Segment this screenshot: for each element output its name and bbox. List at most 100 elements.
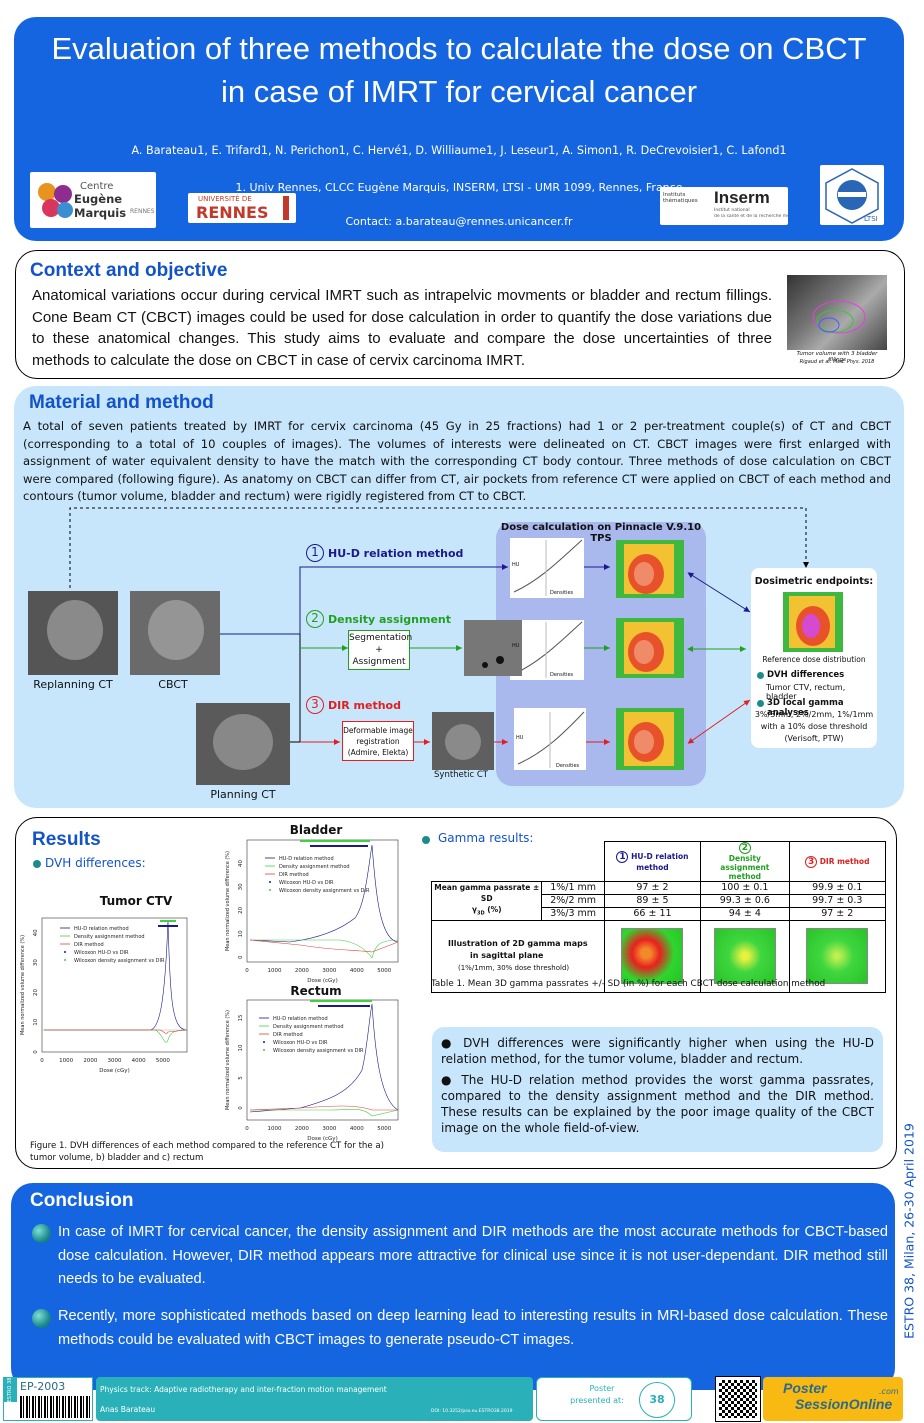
rectum-y-tick: 0 (238, 1106, 244, 1110)
results-section: Results DVH differences: Gamma results: … (15, 817, 897, 1169)
bladder-y-tick: 30 (238, 883, 244, 890)
hu-density-curve-3 (514, 708, 586, 770)
rectum-x-tick: 0 (245, 1126, 249, 1132)
table-col-2-label: Density assignment method (720, 854, 770, 881)
replanning-ct-label: Replanning CT (33, 678, 113, 691)
bladder-x-tick: 0 (245, 968, 249, 974)
table-col-3-number: 3 (805, 855, 818, 868)
tumor-legend-entry: Wilcoxon density assignment vs DIR (74, 958, 165, 964)
inserm-sub-text-1: Institut national (714, 208, 750, 213)
table-col-3-label: DIR method (819, 856, 870, 866)
conclusion-point-1: In case of IMRT for cervical cancer, the… (58, 1224, 888, 1287)
estro-38-badge-icon: 38 (639, 1382, 675, 1418)
dose-map-3 (616, 708, 684, 770)
footer-estro-container: ESTRO 38 (2, 1378, 19, 1403)
results-heading: Results (32, 829, 101, 850)
tumor-x-tick: 1000 (59, 1058, 73, 1064)
dose-map-2 (616, 618, 684, 678)
figure-1-caption: Figure 1. DVH differences of each method… (30, 1141, 385, 1163)
gamma-map-1 (621, 928, 684, 984)
context-heading: Context and objective (30, 260, 228, 281)
rennes-logo-text-2: RENNES (196, 203, 269, 222)
method-2-label: Density assignment (328, 613, 452, 626)
bladder-series-density (250, 939, 399, 959)
rectum-series-dir (249, 1105, 398, 1111)
rectum-x-label: Dose (cGy) (307, 1136, 337, 1142)
bladder-x-tick: 2000 (295, 968, 309, 974)
tumor-legend-entry: HU-D relation method (74, 926, 129, 932)
ltsi-logo: LTSI (820, 165, 884, 225)
bladder-legend-entry: Density assignment method (279, 864, 350, 870)
dvh-endpoint-title: DVH differences (767, 670, 845, 680)
cem-logo-text-3: RENNES (130, 208, 155, 215)
tumor-x-tick: 4000 (132, 1058, 146, 1064)
conclusion-heading: Conclusion (30, 1190, 134, 1211)
cem-logo-text-2: Eugène Marquis (74, 192, 127, 220)
conclusion-point-2: Recently, more sophisticated methods bas… (58, 1308, 888, 1348)
synthetic-ct-label: Synthetic CT (434, 770, 488, 780)
footer-presented-2: presented at: (570, 1396, 624, 1405)
method-3-number: 3 (306, 696, 324, 714)
rectum-legend-entry: Density assignment method (273, 1024, 344, 1030)
cem-logo: Centre Eugène Marquis RENNES (30, 172, 156, 228)
gamma-endpoint-line-1: 3%/3mm, 2%/2mm, 1%/1mm (754, 710, 874, 719)
dvh-endpoint-text: Tumor CTV, rectum, bladder (766, 683, 846, 701)
methods-heading: Material and method (29, 392, 214, 413)
table-1-caption: Table 1. Mean 3D gamma passrates +/- SD … (431, 979, 826, 989)
curve-2-xlabel: Densities (550, 672, 574, 678)
rectum-legend-entry: HU-D relation method (273, 1016, 328, 1022)
bladder-legend-entry: Wilcoxon density assignment vs DIR (279, 888, 370, 894)
cem-flower-icon (38, 183, 73, 218)
summary-point-2: ● The HU-D relation method provides the … (441, 1073, 874, 1135)
method-1-label: HU-D relation method (328, 547, 464, 560)
contact: Contact: a.barateau@rennes.unicancer.fr (345, 215, 573, 228)
context-image-reference: Rigaud et al. Med. Phys. 2018 (799, 359, 875, 365)
tumor-x-tick: 2000 (83, 1058, 97, 1064)
inserm-logo: Instituts thématiques Inserm Institut na… (660, 187, 788, 225)
pso-logo: Poster SessionOnline .com (763, 1377, 903, 1421)
tumor-x-tick: 3000 (108, 1058, 122, 1064)
tumor-y-label: Mean normalized volume difference (%) (20, 935, 26, 1035)
rectum-y-label: Mean normalized volume difference (%) (225, 1010, 231, 1110)
tumor-legend-swatch (64, 959, 66, 961)
reference-dose-image (783, 592, 843, 652)
pso-text-2: SessionOnline (795, 1396, 893, 1412)
bladder-legend-swatch (269, 889, 271, 891)
rectum-y-tick: 15 (238, 1014, 244, 1021)
footer-track: Physics track: Adaptive radiotherapy and… (100, 1385, 387, 1394)
qr-code-icon (715, 1376, 761, 1422)
tumor-x-tick: 5000 (156, 1058, 170, 1064)
header-banner: Evaluation of three methods to calculate… (14, 17, 904, 241)
gamma-map-3 (806, 928, 869, 984)
gamma-results-label: Gamma results: (438, 831, 534, 845)
bladder-series-dir (249, 939, 399, 953)
method-1-number: 1 (306, 544, 324, 562)
rectum-series-hud (249, 1003, 399, 1113)
reference-dose-caption: Reference dose distribution (762, 655, 866, 664)
gamma-map-2 (713, 928, 776, 984)
poster-title: Evaluation of three methods to calculate… (14, 27, 904, 113)
results-summary-box: ● DVH differences were significantly hig… (432, 1027, 883, 1152)
rectum-legend-entry: Wilcoxon HU-D vs DIR (273, 1040, 328, 1046)
footer-presented-box: Poster presented at: 38 (536, 1377, 692, 1421)
tumor-y-tick: 30 (33, 959, 39, 966)
tumor-y-tick: 0 (33, 1050, 39, 1054)
tumor-y-tick: 40 (33, 929, 39, 936)
tumor-x-tick: 0 (40, 1058, 44, 1064)
pso-text-1: Poster (783, 1380, 827, 1396)
tumor-legend-entry: Density assignment method (74, 934, 145, 940)
ltsi-cube-icon (825, 168, 879, 224)
title-line-1: Evaluation of three methods to calculate… (51, 31, 867, 66)
bladder-x-tick: 3000 (322, 968, 336, 974)
conclusion-section: Conclusion In case of IMRT for cervical … (11, 1183, 895, 1390)
tumor-legend-entry: Wilcoxon HU-D vs DIR (74, 950, 129, 956)
tps-label: Dose calculation on Pinnacle V.9.10 TPS (500, 522, 702, 544)
rectum-x-tick: 1000 (267, 1126, 281, 1132)
dvh-bullet-icon (757, 672, 764, 679)
bladder-y-tick: 10 (238, 930, 244, 937)
bladder-legend-swatch (269, 881, 271, 883)
dir-box: Deformable image registration (Admire, E… (342, 721, 414, 761)
dvh-results-bullet-icon (33, 860, 41, 868)
tumor-chart-title: Tumor CTV (99, 894, 173, 908)
